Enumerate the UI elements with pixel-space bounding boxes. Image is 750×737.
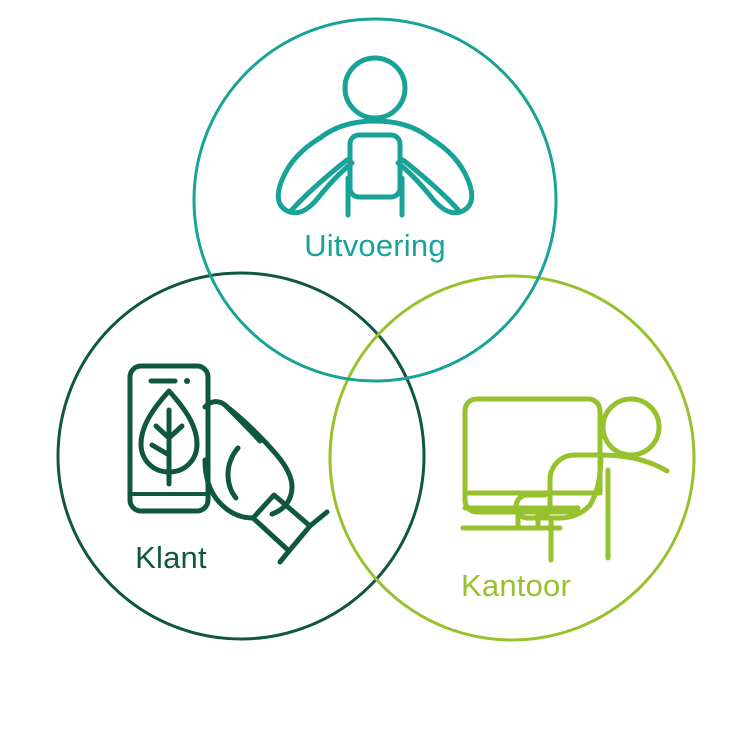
venn-label-kantoor: Kantoor bbox=[461, 568, 571, 603]
person-holding-tablet-icon bbox=[275, 55, 475, 218]
venn-circle-group-kantoor[interactable]: Kantoor bbox=[328, 274, 696, 642]
venn-label-uitvoering: Uitvoering bbox=[304, 228, 446, 263]
circle-outline-uitvoering[interactable] bbox=[192, 17, 558, 383]
venn-circle-group-klant[interactable]: Klant bbox=[56, 271, 426, 641]
venn-circle-group-uitvoering[interactable]: Uitvoering bbox=[192, 17, 558, 383]
venn-label-klant: Klant bbox=[135, 540, 207, 575]
person-at-desk-with-monitor-icon bbox=[460, 396, 670, 563]
hand-holding-phone-with-leaf-icon bbox=[127, 363, 330, 565]
circle-outline-kantoor[interactable] bbox=[328, 274, 696, 642]
circle-outline-klant[interactable] bbox=[56, 271, 426, 641]
